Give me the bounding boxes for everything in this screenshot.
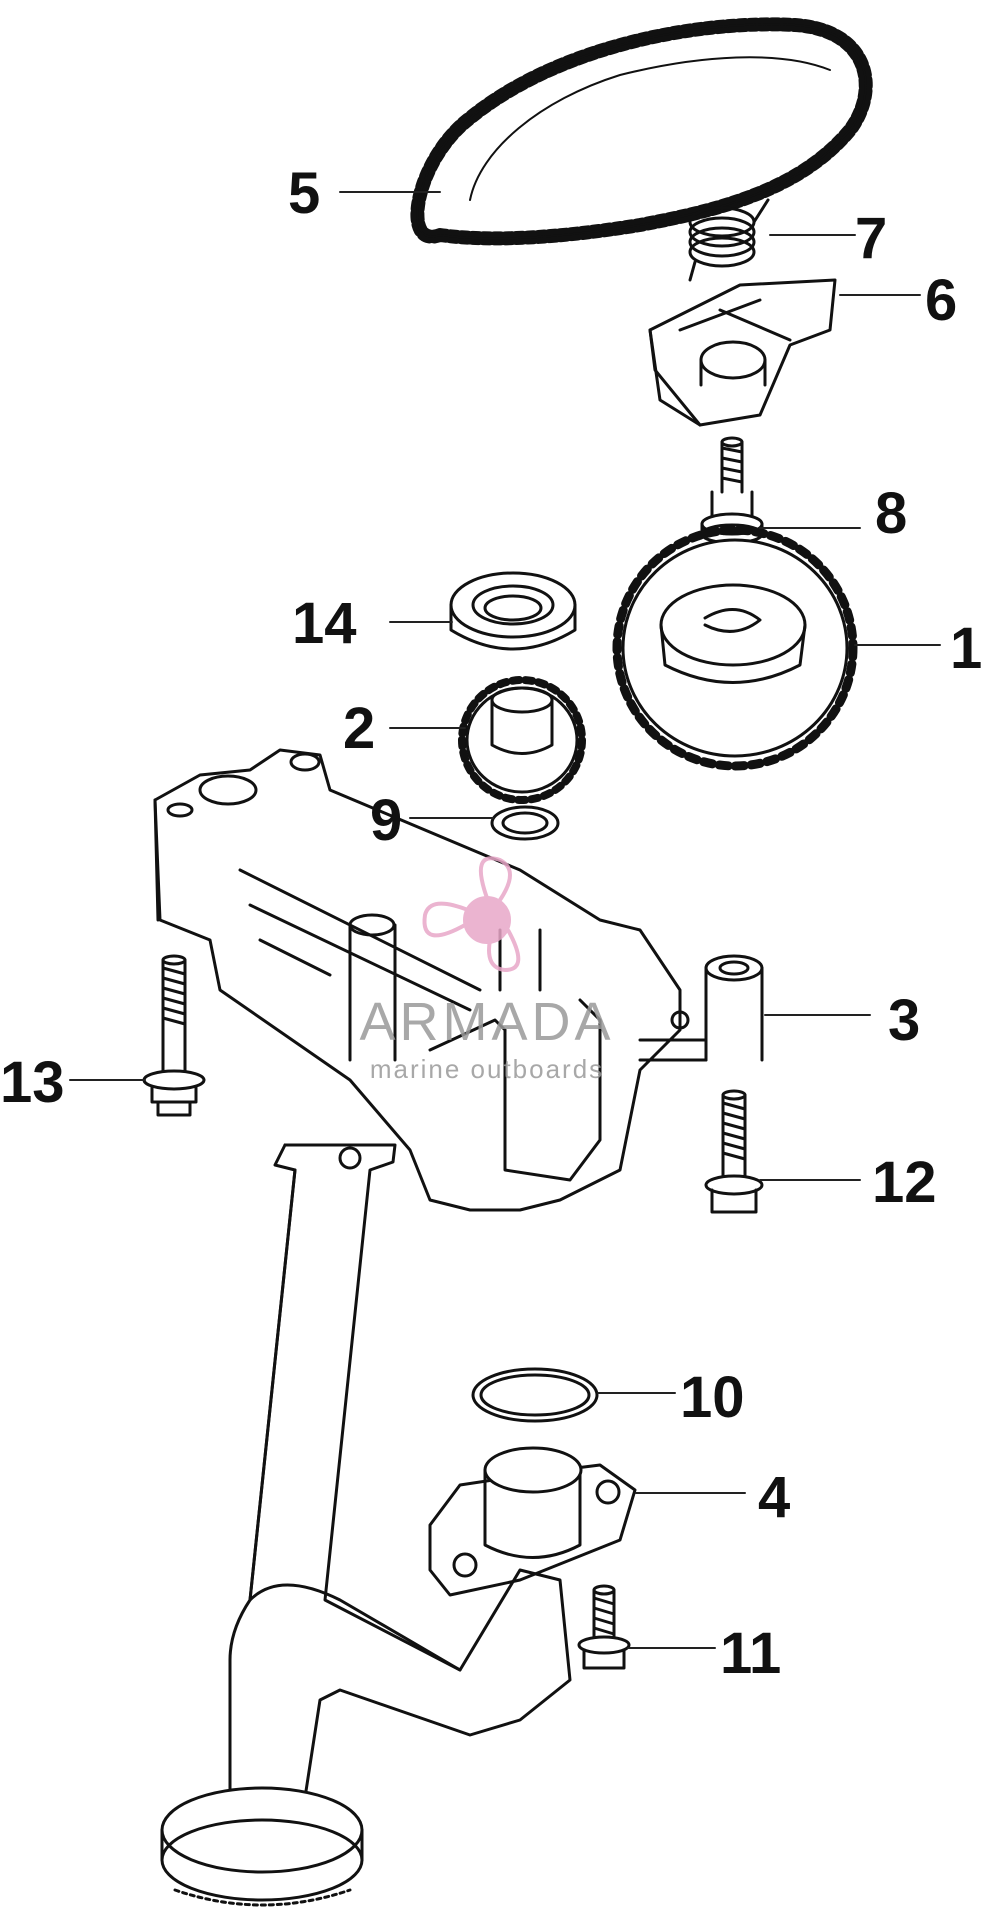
callout-6: 6 [925, 268, 957, 333]
large-sprocket-part [612, 525, 858, 771]
callout-2: 2 [343, 696, 375, 761]
washer-part [490, 805, 560, 841]
callout-3: 3 [888, 988, 920, 1053]
oil-strainer-tube-part [160, 1143, 572, 1907]
bolt-11-part [577, 1584, 631, 1670]
callout-12: 12 [872, 1150, 937, 1215]
callout-10: 10 [680, 1365, 745, 1430]
callout-14: 14 [292, 591, 357, 656]
propeller-logo-icon [422, 856, 521, 973]
watermark: ARMADA marine outboards [359, 856, 614, 1084]
callout-7: 7 [855, 206, 887, 271]
chain-tensioner-part [648, 278, 837, 427]
oil-pump-body-part [153, 748, 764, 1212]
leader-lines [69, 191, 941, 1649]
callout-5: 5 [288, 161, 320, 226]
callout-13: 13 [0, 1050, 65, 1115]
watermark-tagline: marine outboards [370, 1054, 604, 1084]
watermark-brand: ARMADA [359, 992, 614, 1052]
callout-8: 8 [875, 481, 907, 546]
callout-11: 11 [720, 1621, 781, 1686]
bolt-13-part [142, 954, 206, 1117]
bearing-part [449, 571, 577, 651]
strainer-flange-part [428, 1446, 637, 1597]
tensioner-spring-part [688, 198, 770, 282]
bolt-12-part [704, 1089, 764, 1214]
small-sprocket-part [458, 676, 586, 804]
callout-4: 4 [758, 1465, 790, 1530]
o-ring-part [471, 1367, 599, 1423]
callout-labels: 5 7 6 8 1 14 2 9 3 13 12 10 4 11 [0, 161, 981, 1686]
callout-9: 9 [370, 788, 402, 853]
timing-chain-part [410, 17, 873, 246]
callout-1: 1 [950, 616, 981, 681]
